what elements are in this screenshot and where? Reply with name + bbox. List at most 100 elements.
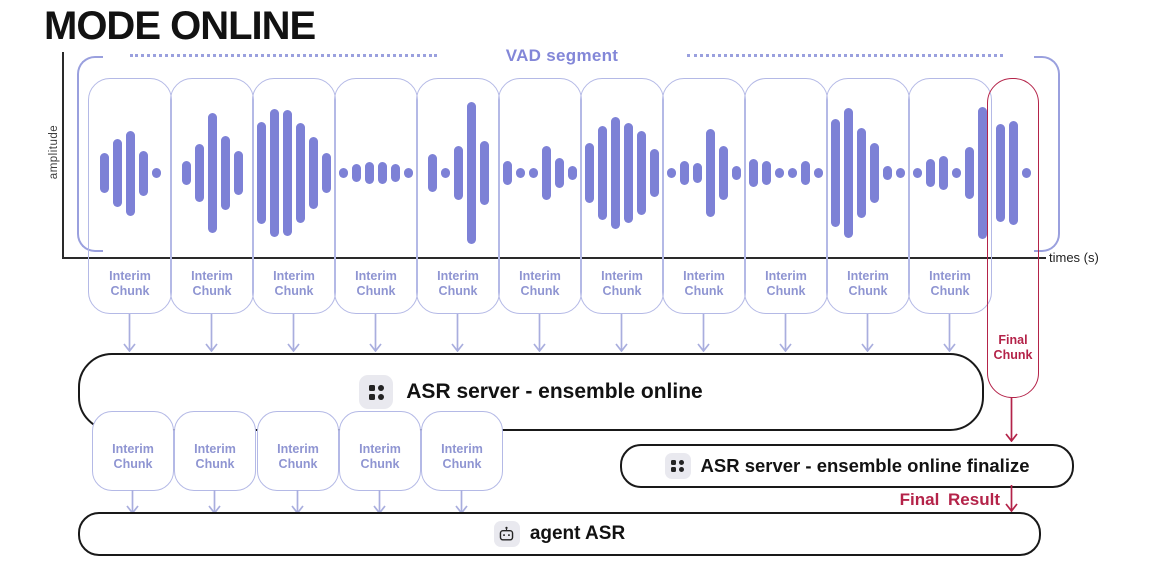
interim-chunk-label: Interim Chunk — [355, 269, 397, 298]
asr-server-finalize-label: ASR server - ensemble online finalize — [700, 455, 1030, 476]
waveform-bar — [529, 168, 538, 178]
waveform-bar — [516, 168, 525, 178]
waveform-bar — [339, 168, 348, 178]
interim-chunk-label: Interim Chunk — [109, 269, 151, 298]
interim-chunk-box: Interim Chunk — [826, 78, 910, 314]
vad-bracket-left — [77, 56, 103, 252]
waveform-bar — [466, 102, 476, 244]
waveform-bar — [732, 166, 741, 180]
interim-chunk-label: Interim Chunk — [437, 269, 479, 298]
waveform-bar — [378, 162, 387, 184]
chunk-arrow — [125, 490, 140, 514]
interim-chunk-label: Interim Chunk — [191, 269, 233, 298]
chunk-arrow — [942, 314, 957, 352]
waveform-bar — [220, 136, 230, 210]
chunk-waveform — [499, 79, 581, 267]
waveform-bar — [913, 168, 922, 178]
chunk-waveform — [745, 79, 827, 267]
interim-chunk-box: Interim Chunk — [744, 78, 828, 314]
waveform-bar — [283, 110, 292, 236]
waveform-bar — [568, 166, 577, 180]
chunk-arrow — [614, 314, 629, 352]
waveform-bar — [965, 147, 974, 199]
waveform-bar — [479, 141, 489, 205]
waveform-bar — [952, 168, 961, 178]
waveform-bar — [1008, 121, 1018, 225]
waveform-bar — [870, 143, 879, 203]
waveform-bar — [112, 139, 122, 207]
waveform-bar — [503, 161, 512, 185]
waveform-bar — [978, 107, 987, 239]
chunk-waveform — [909, 79, 991, 267]
chunk-waveform — [827, 79, 909, 267]
interim-chunk-box: Interim Chunk — [252, 78, 336, 314]
chunk-arrow — [454, 490, 469, 514]
waveform-bar — [427, 154, 437, 192]
interim-chunk-box: Interim Chunk — [498, 78, 582, 314]
waveform-bar — [585, 143, 594, 203]
asr-server-online-box: ASR server - ensemble online — [78, 353, 984, 431]
interim-chunk-box: Interim Chunk — [662, 78, 746, 314]
final-chunk-box: Final Chunk — [987, 78, 1039, 398]
vad-dotted-line-right — [687, 54, 1003, 57]
chunk-arrow — [860, 314, 875, 352]
interim-chunk-box: Interim Chunk — [88, 78, 172, 314]
waveform-bar — [637, 131, 646, 215]
waveform-bar — [650, 149, 659, 197]
waveform-bar — [939, 156, 948, 190]
time-axis-label: times (s) — [1049, 250, 1099, 265]
waveform-bar — [257, 122, 266, 224]
interim-chunk-label: Interim Chunk — [765, 269, 807, 298]
agent-asr-box: agent ASR — [78, 512, 1041, 556]
interim-chunk-label: Interim Chunk — [112, 442, 154, 471]
interim-chunk-box-row2: Interim Chunk — [92, 411, 174, 491]
waveform-bar — [440, 168, 450, 178]
interim-chunk-box-row2: Interim Chunk — [339, 411, 421, 491]
final-result-label: Final Result — [899, 490, 1000, 509]
chunk-waveform — [89, 79, 171, 267]
waveform-bar — [814, 168, 823, 178]
waveform-bar — [598, 126, 607, 220]
interim-chunk-label: Interim Chunk — [359, 442, 401, 471]
chunk-waveform — [663, 79, 745, 267]
interim-chunk-label: Interim Chunk — [441, 442, 483, 471]
chunk-waveform — [581, 79, 663, 267]
chunk-arrow — [122, 314, 137, 352]
amplitude-axis-label: amplitude — [48, 124, 60, 180]
chunk-arrow — [696, 314, 711, 352]
chunk-arrow — [532, 314, 547, 352]
robot-icon — [493, 521, 520, 547]
waveform-bar — [296, 123, 305, 223]
interim-chunk-label: Interim Chunk — [277, 442, 319, 471]
interim-chunk-label: Interim Chunk — [194, 442, 236, 471]
interim-chunk-label: Interim Chunk — [929, 269, 971, 298]
chunk-waveform — [417, 79, 499, 267]
agent-asr-label: agent ASR — [529, 523, 626, 544]
chunk-arrow — [290, 490, 305, 514]
waveform-bar — [270, 109, 279, 237]
page-title: MODE ONLINE — [44, 4, 316, 48]
waveform-bar — [926, 159, 935, 187]
asr-server-finalize-box: ASR server - ensemble online finalize — [620, 444, 1074, 488]
waveform-bar — [680, 161, 689, 185]
waveform-bar — [453, 146, 463, 200]
interim-chunk-box-row2: Interim Chunk — [174, 411, 256, 491]
final-result-arrow — [1004, 485, 1019, 512]
waveform-bar — [151, 168, 161, 178]
grid-dots-icon — [664, 453, 691, 479]
interim-chunk-label: Interim Chunk — [273, 269, 315, 298]
chunk-arrow — [286, 314, 301, 352]
waveform-bar — [693, 163, 702, 183]
waveform-bar — [611, 117, 620, 229]
waveform-bar — [788, 168, 797, 178]
interim-chunk-label: Interim Chunk — [519, 269, 561, 298]
chunk-arrow — [207, 490, 222, 514]
waveform-bar — [624, 123, 633, 223]
chunk-arrow — [450, 314, 465, 352]
waveform-bar — [542, 146, 551, 200]
waveform-bar — [181, 161, 191, 185]
final-chunk-waveform — [988, 79, 1038, 267]
waveform-bar — [99, 153, 109, 193]
waveform-bar — [352, 164, 361, 182]
